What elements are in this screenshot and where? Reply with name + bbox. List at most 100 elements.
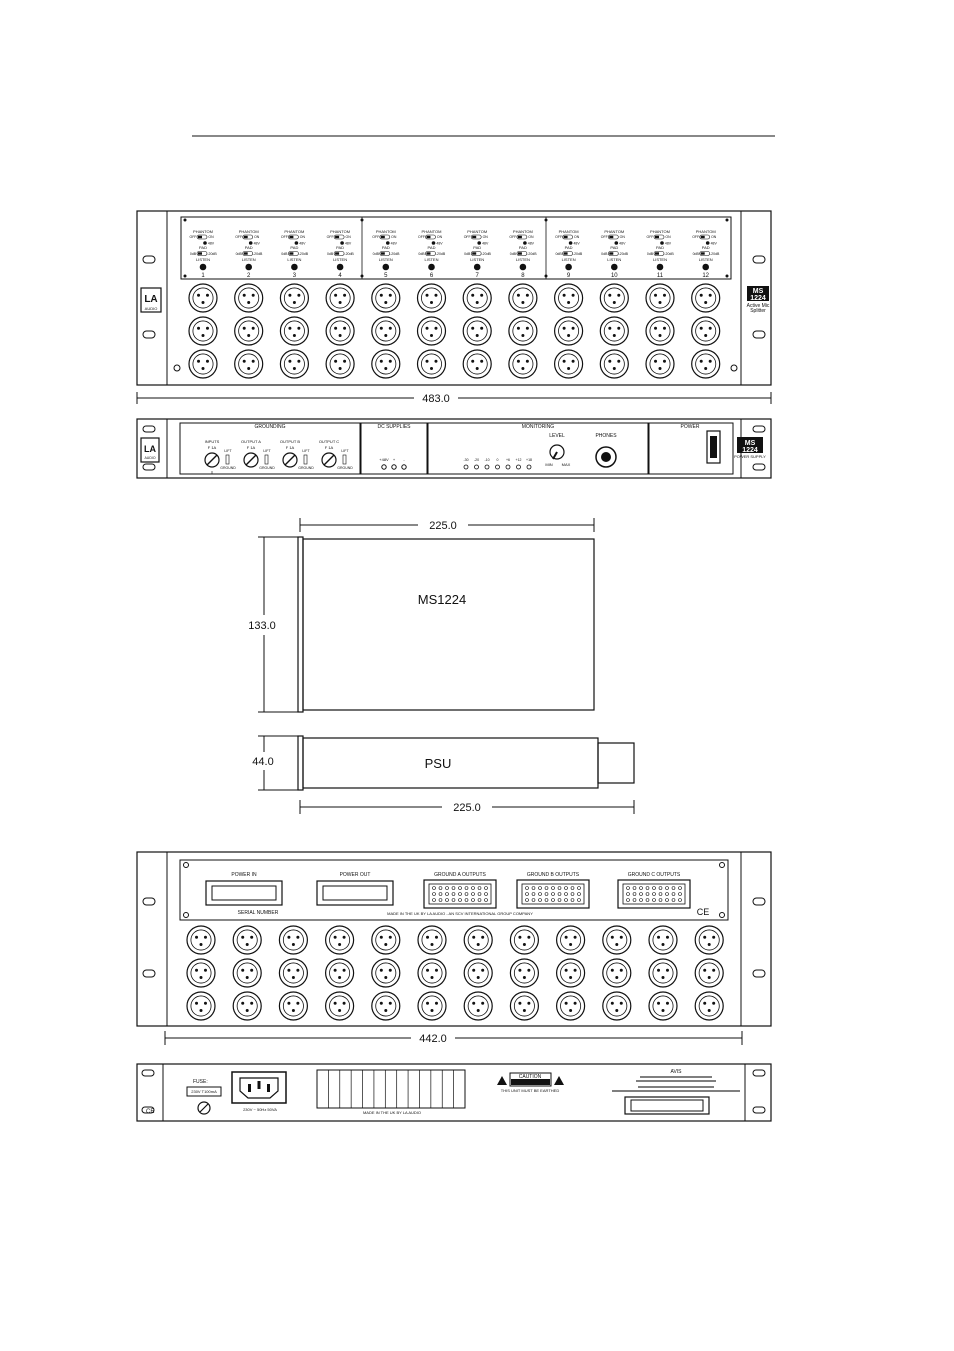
- front-xlr-output[interactable]: [462, 349, 492, 379]
- rear-xlr-output[interactable]: [371, 958, 401, 988]
- ground-output-connector[interactable]: GROUND B OUTPUTS: [516, 872, 590, 909]
- power-in-connector[interactable]: [205, 880, 283, 906]
- pad-switch[interactable]: [562, 251, 573, 256]
- rear-xlr-output[interactable]: [694, 991, 724, 1021]
- front-xlr-input[interactable]: [691, 283, 721, 313]
- front-xlr-output[interactable]: [691, 316, 721, 346]
- listen-button[interactable]: [291, 263, 298, 271]
- front-xlr-input[interactable]: [325, 283, 355, 313]
- iec-mains-inlet[interactable]: [231, 1071, 287, 1104]
- fuse-holder[interactable]: [204, 452, 220, 468]
- listen-button[interactable]: [656, 263, 664, 271]
- front-xlr-output[interactable]: [234, 316, 264, 346]
- front-xlr-output[interactable]: [553, 349, 584, 379]
- fuse-holder[interactable]: [243, 452, 259, 468]
- phantom-switch[interactable]: [333, 234, 345, 240]
- phantom-switch[interactable]: [379, 234, 391, 240]
- rear-xlr-input[interactable]: [602, 925, 632, 955]
- dc-output-connector[interactable]: [624, 1096, 710, 1115]
- lift-switch[interactable]: [342, 454, 347, 465]
- rear-xlr-output[interactable]: [232, 958, 262, 988]
- rear-xlr-input[interactable]: [694, 925, 724, 955]
- front-xlr-output[interactable]: [508, 316, 538, 346]
- front-xlr-output[interactable]: [645, 349, 675, 379]
- rear-xlr-output[interactable]: [602, 958, 632, 988]
- pad-switch[interactable]: [699, 251, 711, 256]
- rear-xlr-output[interactable]: [325, 991, 355, 1021]
- pad-switch[interactable]: [425, 251, 436, 256]
- rear-xlr-output[interactable]: [555, 958, 586, 988]
- front-xlr-output[interactable]: [508, 349, 538, 379]
- front-xlr-input[interactable]: [645, 283, 675, 313]
- front-xlr-input[interactable]: [234, 283, 264, 313]
- power-out-connector[interactable]: [316, 880, 394, 906]
- listen-button[interactable]: [336, 263, 344, 271]
- fuse-holder[interactable]: [321, 452, 337, 468]
- rear-xlr-output[interactable]: [417, 958, 447, 988]
- rear-xlr-input[interactable]: [509, 925, 540, 955]
- rear-xlr-output[interactable]: [417, 991, 447, 1021]
- rear-xlr-input[interactable]: [417, 925, 447, 955]
- front-xlr-output[interactable]: [371, 316, 401, 346]
- rear-xlr-output[interactable]: [232, 991, 262, 1021]
- level-knob[interactable]: [549, 444, 565, 460]
- front-xlr-output[interactable]: [325, 349, 355, 379]
- listen-button[interactable]: [565, 263, 572, 271]
- rear-xlr-output[interactable]: [509, 958, 540, 988]
- pad-switch[interactable]: [242, 251, 253, 256]
- pad-switch[interactable]: [607, 251, 619, 256]
- pad-switch[interactable]: [333, 251, 345, 256]
- listen-button[interactable]: [245, 263, 252, 271]
- front-xlr-input[interactable]: [553, 283, 584, 313]
- front-xlr-input[interactable]: [599, 283, 629, 313]
- pad-switch[interactable]: [653, 251, 665, 256]
- front-xlr-input[interactable]: [462, 283, 492, 313]
- front-xlr-output[interactable]: [188, 349, 218, 379]
- listen-button[interactable]: [428, 263, 435, 271]
- listen-button[interactable]: [611, 263, 618, 271]
- front-xlr-output[interactable]: [188, 316, 218, 346]
- rear-xlr-output[interactable]: [648, 958, 678, 988]
- front-xlr-input[interactable]: [188, 283, 218, 313]
- phantom-switch[interactable]: [516, 234, 528, 240]
- rear-xlr-output[interactable]: [694, 958, 724, 988]
- pad-switch[interactable]: [288, 251, 299, 256]
- rear-xlr-output[interactable]: [602, 991, 632, 1021]
- listen-button[interactable]: [199, 263, 207, 271]
- phantom-switch[interactable]: [562, 234, 573, 240]
- pad-switch[interactable]: [379, 251, 391, 256]
- listen-button[interactable]: [473, 263, 481, 271]
- front-xlr-output[interactable]: [691, 349, 721, 379]
- pad-switch[interactable]: [516, 251, 528, 256]
- rear-xlr-input[interactable]: [463, 925, 493, 955]
- front-xlr-output[interactable]: [599, 316, 629, 346]
- rear-xlr-output[interactable]: [371, 991, 401, 1021]
- listen-button[interactable]: [519, 263, 527, 271]
- rear-xlr-input[interactable]: [325, 925, 355, 955]
- rear-xlr-output[interactable]: [648, 991, 678, 1021]
- front-xlr-input[interactable]: [508, 283, 538, 313]
- front-xlr-input[interactable]: [371, 283, 401, 313]
- lift-switch[interactable]: [225, 454, 230, 465]
- front-xlr-output[interactable]: [553, 316, 584, 346]
- front-xlr-output[interactable]: [279, 349, 309, 379]
- phantom-switch[interactable]: [607, 234, 619, 240]
- phantom-switch[interactable]: [470, 234, 482, 240]
- listen-button[interactable]: [382, 263, 390, 271]
- fuse-holder[interactable]: [197, 1101, 211, 1115]
- front-xlr-output[interactable]: [371, 349, 401, 379]
- rear-xlr-output[interactable]: [278, 958, 308, 988]
- ground-output-connector[interactable]: GROUND C OUTPUTS: [617, 872, 691, 909]
- phantom-switch[interactable]: [425, 234, 436, 240]
- fuse-holder[interactable]: [282, 452, 298, 468]
- front-xlr-output[interactable]: [234, 349, 264, 379]
- rear-xlr-output[interactable]: [278, 991, 308, 1021]
- front-xlr-output[interactable]: [416, 316, 447, 346]
- rear-xlr-input[interactable]: [371, 925, 401, 955]
- pad-switch[interactable]: [470, 251, 482, 256]
- front-xlr-output[interactable]: [645, 316, 675, 346]
- rear-xlr-output[interactable]: [509, 991, 540, 1021]
- front-xlr-output[interactable]: [325, 316, 355, 346]
- rear-xlr-input[interactable]: [555, 925, 586, 955]
- rear-xlr-output[interactable]: [555, 991, 586, 1021]
